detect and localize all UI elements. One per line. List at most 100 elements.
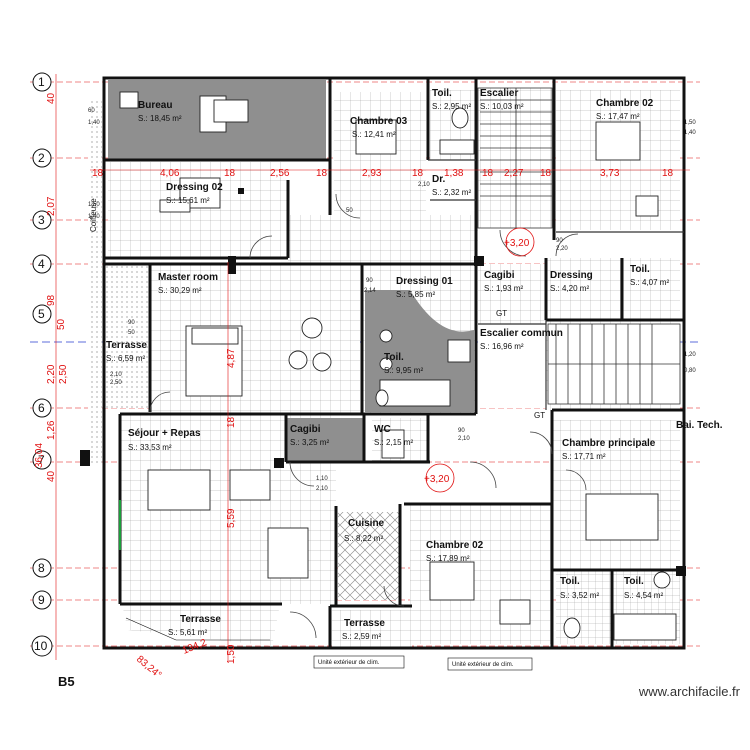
svg-text:S.: 4,20 m²: S.: 4,20 m²: [550, 284, 589, 293]
svg-text:S.: 6,59 m²: S.: 6,59 m²: [106, 354, 145, 363]
svg-text:6: 6: [38, 401, 45, 415]
dimension-label: 40: [46, 470, 57, 482]
svg-text:Chambre 03: Chambre 03: [350, 116, 408, 127]
dimension-label: 40: [46, 92, 57, 104]
svg-text:S.: 2,95 m²: S.: 2,95 m²: [432, 102, 471, 111]
level-marker: +3,20: [424, 463, 455, 493]
svg-text:Escalier commun: Escalier commun: [480, 328, 563, 339]
dimension-label: 2,50: [58, 364, 69, 384]
svg-text:S.: 2,59 m²: S.: 2,59 m²: [342, 632, 381, 641]
ac-unit-note: Unité extérieur de clim.: [447, 657, 533, 671]
axis-marker: 10: [31, 635, 53, 657]
dimension-label: 3,73: [600, 168, 620, 179]
angle-label: 83,24°: [134, 654, 163, 681]
svg-text:Toil.: Toil.: [560, 576, 580, 587]
svg-text:S.: 3,25 m²: S.: 3,25 m²: [290, 438, 329, 447]
svg-text:8: 8: [38, 561, 45, 575]
svg-text:90: 90: [128, 320, 135, 326]
svg-text:Cagibi: Cagibi: [290, 424, 321, 435]
svg-text:S.: 12,41 m²: S.: 12,41 m²: [352, 130, 396, 139]
svg-text:1,40: 1,40: [88, 120, 100, 126]
dimension-label: 2,93: [362, 168, 382, 179]
svg-text:Dr.: Dr.: [432, 174, 446, 185]
ac-unit-note: Unité extérieur de clim.: [313, 655, 405, 669]
room-toil1: Toil.S.: 2,95 m²: [432, 88, 471, 111]
room-toil3: Toil. S.: 9,95 m²: [384, 352, 423, 375]
dimension-label: 18: [412, 168, 424, 179]
svg-text:Unité extérieur de clim.: Unité extérieur de clim.: [452, 662, 514, 668]
stairs: [477, 87, 681, 405]
svg-text:S.: 16,96 m²: S.: 16,96 m²: [480, 342, 524, 351]
room-toil5: Toil. S.: 4,54 m²: [624, 576, 663, 600]
svg-text:50: 50: [128, 330, 135, 336]
svg-text:S.: 1,93 m²: S.: 1,93 m²: [484, 284, 523, 293]
svg-text:2,10: 2,10: [418, 182, 430, 188]
columns: [80, 188, 686, 576]
dimension-row: 18 4,06 18 2,56 18 2,93 18 1,38 18 2,27 …: [92, 168, 674, 179]
svg-text:Toil.: Toil.: [384, 352, 404, 363]
room-wc: WCS.: 2,15 m²: [374, 424, 413, 447]
svg-text:Escalier: Escalier: [480, 88, 518, 99]
svg-text:Terrasse: Terrasse: [344, 618, 385, 629]
watermark: www.archifacile.fr: [638, 684, 740, 699]
svg-text:90: 90: [556, 238, 563, 244]
axis-marker: 4: [32, 254, 52, 274]
svg-text:9: 9: [38, 593, 45, 607]
svg-text:Cuisine: Cuisine: [348, 518, 385, 529]
svg-text:S.: 3,52 m²: S.: 3,52 m²: [560, 591, 599, 600]
svg-text:2,10: 2,10: [110, 372, 122, 378]
svg-text:2,14: 2,14: [364, 288, 376, 294]
svg-text:S.: 9,95 m²: S.: 9,95 m²: [384, 366, 423, 375]
svg-text:Cagibi: Cagibi: [484, 270, 515, 281]
axis-marker: 8: [32, 558, 52, 578]
room-dressing01: Dressing 01S.: 5,85 m²: [396, 276, 453, 299]
room-toil4: Toil. S.: 3,52 m²: [560, 576, 599, 600]
svg-text:Unité extérieur de clim.: Unité extérieur de clim.: [318, 660, 380, 666]
dimension-label: 18: [540, 168, 552, 179]
svg-text:1,50: 1,50: [684, 120, 696, 126]
svg-text:Dressing 01: Dressing 01: [396, 276, 453, 287]
svg-text:S.: 4,54 m²: S.: 4,54 m²: [624, 591, 663, 600]
gt-label: GT: [534, 411, 545, 420]
dimension-label: 18: [224, 168, 236, 179]
room-chambre02a: Chambre 02S.: 17,47 m²: [596, 98, 654, 121]
svg-text:7: 7: [38, 453, 45, 467]
svg-text:90: 90: [366, 278, 373, 284]
svg-text:S.: 2,32 m²: S.: 2,32 m²: [432, 188, 471, 197]
axis-marker: 3: [32, 210, 52, 230]
svg-text:Toil.: Toil.: [624, 576, 644, 587]
svg-text:S.: 8,22 m²: S.: 8,22 m²: [344, 534, 383, 543]
dimension-label: 36,04: [34, 443, 45, 468]
balcony-rail: [103, 260, 270, 641]
svg-text:S.: 4,07 m²: S.: 4,07 m²: [630, 278, 669, 287]
room-chambre02b: Chambre 02S.: 17,89 m²: [426, 540, 484, 563]
svg-text:S.: 10,03 m²: S.: 10,03 m²: [480, 102, 524, 111]
svg-text:1,10: 1,10: [316, 476, 328, 482]
svg-text:Terrasse: Terrasse: [180, 614, 221, 625]
dimension-label: 4,06: [160, 168, 180, 179]
dimension-label: 50: [56, 318, 67, 330]
dimension-label: 2,07: [46, 196, 57, 216]
svg-text:1,50: 1,50: [88, 202, 100, 208]
gt-label: GT: [496, 309, 507, 318]
dimension-label: 18: [482, 168, 494, 179]
svg-text:S.: 18,45 m²: S.: 18,45 m²: [138, 114, 182, 123]
dimension-label: 1,38: [444, 168, 464, 179]
axis-marker: 7: [32, 450, 52, 470]
svg-text:Chambre principale: Chambre principale: [562, 438, 656, 449]
svg-text:10: 10: [34, 639, 48, 653]
dimension-label: 2,27: [504, 168, 524, 179]
room-baietech: Bai. Tech.: [676, 420, 723, 431]
vertical-dimensions: 40 2,07 98 50 2,20 2,50 1,26 36,04 40 4,…: [34, 92, 237, 664]
axis-marker: 1: [32, 72, 52, 92]
